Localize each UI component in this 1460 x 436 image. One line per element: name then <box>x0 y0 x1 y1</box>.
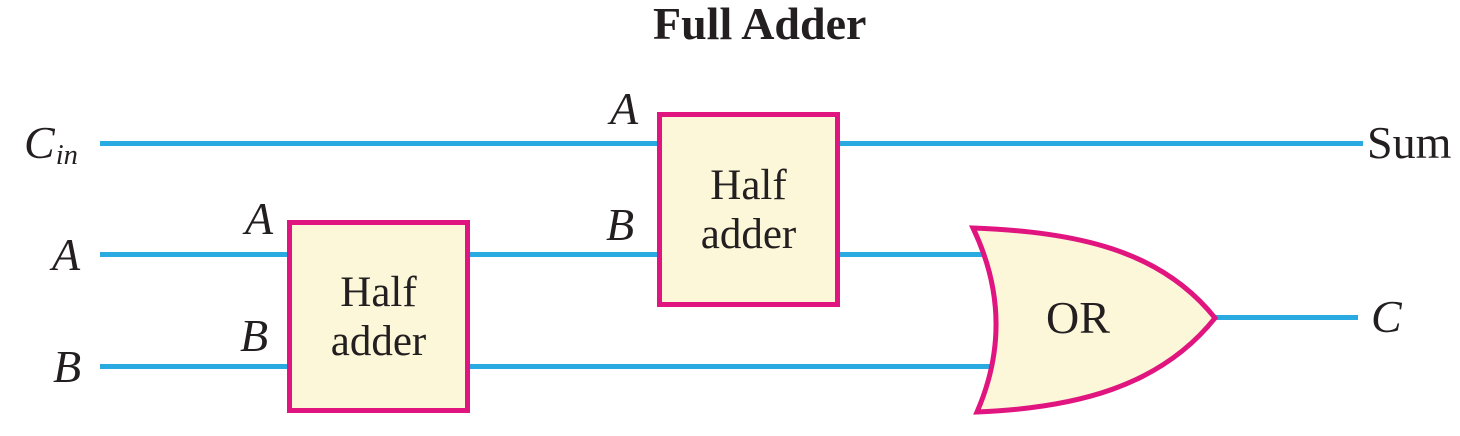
wire-b-input <box>100 364 287 369</box>
output-label-carry: C <box>1371 291 1402 342</box>
half-adder-1-label-line1: Half <box>340 268 417 316</box>
half-adder-1-label-line2: adder <box>330 317 427 365</box>
wire-ha1-carry-to-or <box>470 364 990 369</box>
output-label-sum: Sum <box>1367 117 1452 168</box>
wire-ha1-sum-to-ha2 <box>470 252 657 257</box>
half-adder-2: Half adder <box>657 112 840 307</box>
half-adder-2-port-a-label: A <box>610 83 639 134</box>
input-label-cin-base: C <box>24 117 55 168</box>
half-adder-2-label: Half adder <box>701 161 797 259</box>
half-adder-1: Half adder <box>287 220 470 413</box>
or-gate-label: OR <box>1046 292 1110 343</box>
diagram-title: Full Adder <box>653 0 867 49</box>
wire-a-input <box>100 252 287 257</box>
or-gate <box>968 225 1219 415</box>
input-label-cin: Cin <box>24 120 78 179</box>
half-adder-2-label-line1: Half <box>710 161 787 209</box>
input-label-b: B <box>53 341 82 392</box>
half-adder-1-port-b-label: B <box>240 310 269 361</box>
wire-sum-output <box>840 141 1363 146</box>
wire-ha2-carry-to-or <box>840 252 988 257</box>
half-adder-1-port-a-label: A <box>245 193 274 244</box>
wire-cin-input <box>100 141 657 146</box>
half-adder-1-label: Half adder <box>331 268 427 366</box>
input-label-a: A <box>52 229 81 280</box>
half-adder-2-label-line2: adder <box>700 210 797 258</box>
input-label-cin-subscript: in <box>55 140 78 172</box>
half-adder-2-port-b-label: B <box>606 199 635 250</box>
wire-carry-output <box>1215 315 1358 320</box>
or-gate-shape <box>968 225 1219 415</box>
